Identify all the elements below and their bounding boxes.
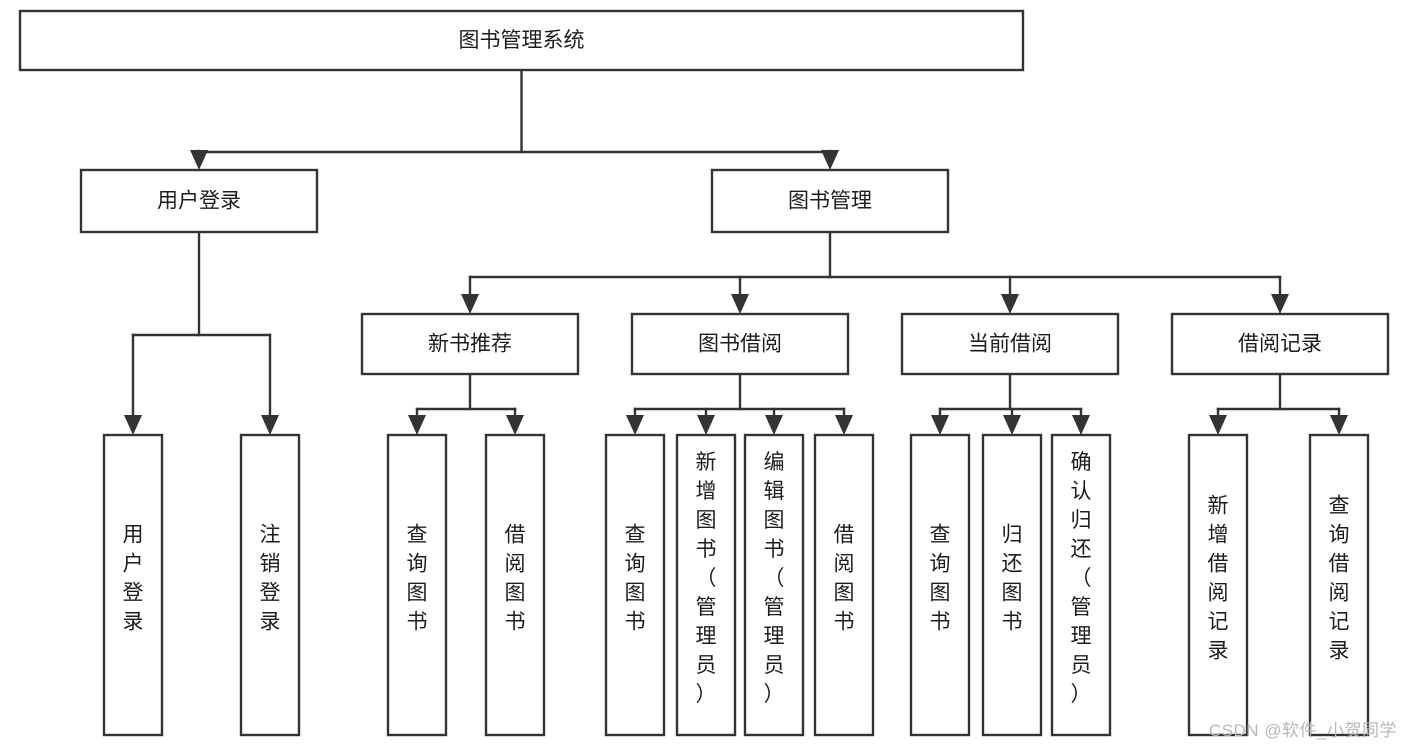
branch-user-login: [124, 230, 279, 435]
branch-book-management: [461, 230, 1289, 314]
node-root-book-management-system[interactable]: 图书管理系统: [18, 9, 1025, 72]
node-leaf-2[interactable]: 查询图书: [386, 433, 448, 737]
node-label: 编辑图书（管理员）: [764, 451, 785, 706]
arrow-head-icon: [626, 415, 644, 435]
arrow-head-icon: [1271, 294, 1289, 314]
arrow-head-icon: [506, 415, 524, 435]
node-leaf-12[interactable]: 查询借阅记录: [1308, 433, 1370, 737]
arrow-head-icon: [765, 415, 783, 435]
node-level2-0[interactable]: 用户登录: [79, 168, 319, 234]
arrow-head-icon: [1072, 415, 1090, 435]
node-leaf-1[interactable]: 注销登录: [239, 433, 301, 737]
node-label: 确认归还（管理员）: [1071, 451, 1092, 706]
node-leaf-10[interactable]: 确认归还（管理员）: [1050, 433, 1112, 737]
arrow-head-icon: [1003, 415, 1021, 435]
node-leaf-11[interactable]: 新增借阅记录: [1187, 433, 1249, 737]
node-label: 当前借阅: [968, 333, 1052, 356]
arrow-head-icon: [261, 415, 279, 435]
node-label: 归还图书: [1002, 524, 1023, 634]
node-label: 新增图书（管理员）: [696, 451, 717, 706]
csdn-watermark: CSDN @软件_小贺同学: [1208, 721, 1397, 740]
node-label: 图书管理系统: [459, 29, 585, 52]
node-leaf-8[interactable]: 查询图书: [909, 433, 971, 737]
node-label: 查询图书: [625, 524, 646, 634]
node-layer: 图书管理系统用户登录图书管理新书推荐图书借阅当前借阅借阅记录用户登录注销登录查询…: [18, 9, 1390, 737]
arrow-head-icon: [821, 150, 839, 170]
arrow-head-icon: [1209, 415, 1227, 435]
node-label: 用户登录: [123, 524, 144, 634]
node-leaf-3[interactable]: 借阅图书: [484, 433, 546, 737]
node-level3-3[interactable]: 借阅记录: [1170, 312, 1390, 376]
branch-new-book-recommend: [408, 372, 524, 435]
node-level3-2[interactable]: 当前借阅: [900, 312, 1120, 376]
connector-layer: [124, 68, 1348, 435]
node-label: 查询图书: [930, 524, 951, 634]
node-level3-0[interactable]: 新书推荐: [360, 312, 580, 376]
node-label: 用户登录: [157, 190, 241, 213]
node-leaf-0[interactable]: 用户登录: [102, 433, 164, 737]
node-leaf-4[interactable]: 查询图书: [604, 433, 666, 737]
node-leaf-6[interactable]: 编辑图书（管理员）: [743, 433, 805, 737]
arrow-head-icon: [731, 294, 749, 314]
node-leaf-9[interactable]: 归还图书: [981, 433, 1043, 737]
node-label: 借阅图书: [505, 524, 526, 634]
node-label: 图书借阅: [698, 333, 782, 356]
arrow-head-icon: [1330, 415, 1348, 435]
branch-book-borrow: [626, 372, 853, 435]
node-label: 图书管理: [788, 190, 872, 213]
node-label: 借阅图书: [834, 524, 855, 634]
arrow-head-icon: [835, 415, 853, 435]
node-label: 新增借阅记录: [1208, 495, 1229, 663]
arrow-head-icon: [124, 415, 142, 435]
node-label: 查询借阅记录: [1329, 495, 1350, 663]
arrow-head-icon: [461, 294, 479, 314]
arrow-head-icon: [190, 150, 208, 170]
node-label: 查询图书: [407, 524, 428, 634]
arrow-head-icon: [408, 415, 426, 435]
arrow-head-icon: [1001, 294, 1019, 314]
branch-current-borrow: [931, 372, 1090, 435]
node-leaf-7[interactable]: 借阅图书: [813, 433, 875, 737]
node-leaf-5[interactable]: 新增图书（管理员）: [675, 433, 737, 737]
node-label: 借阅记录: [1238, 333, 1322, 356]
node-level2-1[interactable]: 图书管理: [710, 168, 950, 234]
branch-root: [190, 68, 839, 170]
node-level3-1[interactable]: 图书借阅: [630, 312, 850, 376]
node-label: 新书推荐: [428, 333, 512, 356]
node-label: 注销登录: [260, 524, 281, 634]
arrow-head-icon: [697, 415, 715, 435]
branch-borrow-record: [1209, 372, 1348, 435]
arrow-head-icon: [931, 415, 949, 435]
